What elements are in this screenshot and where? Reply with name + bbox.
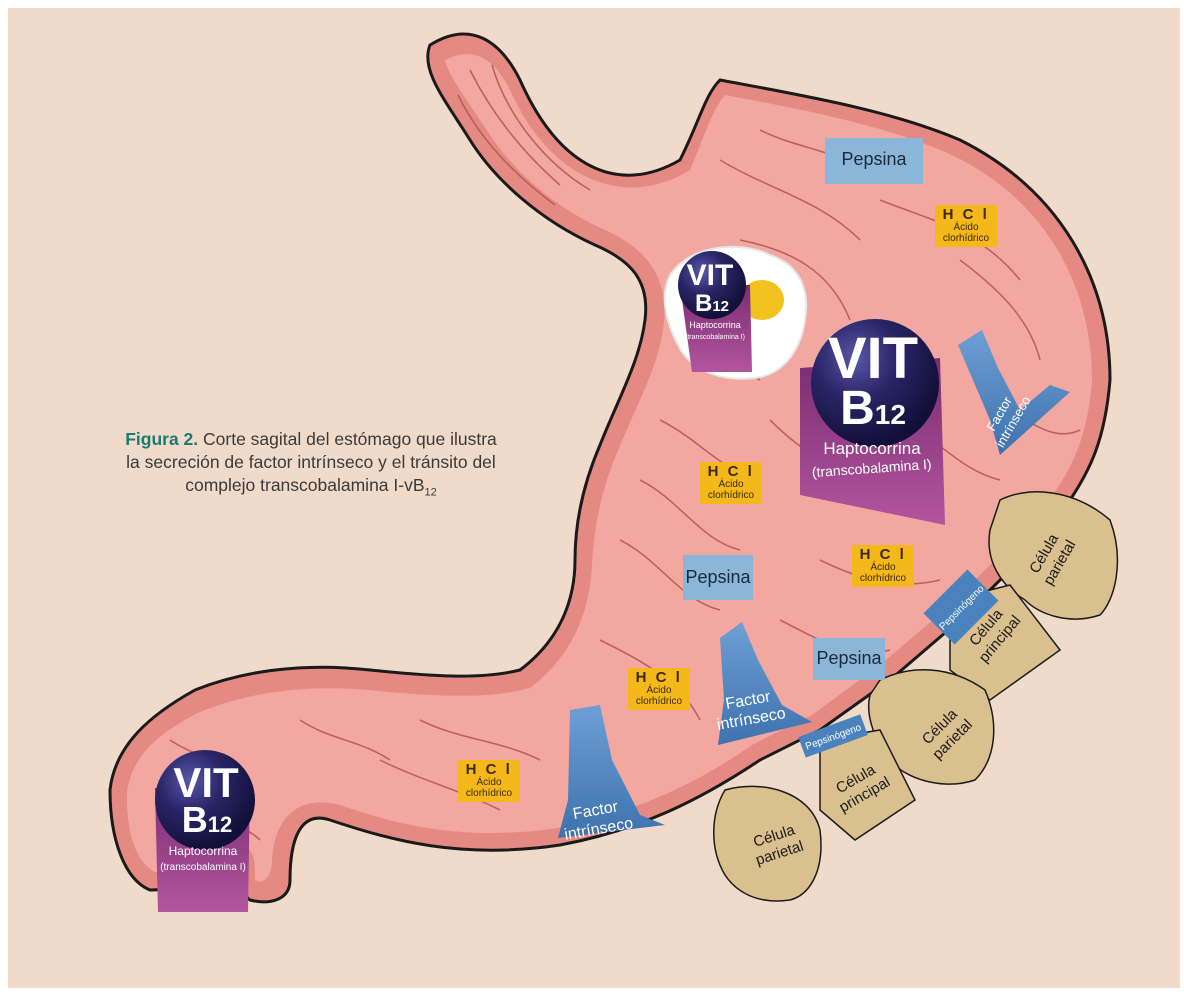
b-small-label: B — [695, 290, 712, 317]
hcl-sub2: clorhídrico — [703, 490, 759, 501]
caption-line-3-text: complejo transcobalamina I-vB — [185, 475, 424, 495]
pepsina-box-lower: Pepsina — [813, 638, 885, 680]
caption-line-1: Figura 2. Corte sagital del estómago que… — [66, 428, 556, 451]
hapto-small-1: Haptocorrina — [689, 320, 741, 330]
caption-line-3-sub: 12 — [425, 487, 437, 499]
b-small-sub: 12 — [712, 298, 729, 315]
b-bottom-sub: 12 — [208, 812, 232, 837]
hcl-title: H C l — [631, 670, 687, 685]
hcl-badge-left: H C l Ácido clorhídrico — [458, 760, 520, 802]
hcl-sub2: clorhídrico — [855, 573, 911, 584]
hcl-badge-right: H C l Ácido clorhídrico — [852, 545, 914, 587]
hcl-title: H C l — [855, 547, 911, 562]
b-large-sub: 12 — [875, 399, 906, 430]
hcl-sub1: Ácido — [855, 562, 911, 573]
vit-small-label: VIT — [687, 259, 734, 292]
caption-line-3: complejo transcobalamina I-vB12 — [66, 474, 556, 505]
hcl-sub1: Ácido — [631, 685, 687, 696]
hcl-sub1: Ácido — [703, 479, 759, 490]
hcl-title: H C l — [461, 762, 517, 777]
hapto-bottom-2: (transcobalamina I) — [160, 862, 246, 873]
hcl-badge-center: H C l Ácido clorhídrico — [700, 462, 762, 504]
caption-line-1-text: Corte sagital del estómago que ilustra — [203, 429, 497, 449]
hcl-title: H C l — [938, 207, 994, 222]
hcl-sub2: clorhídrico — [461, 788, 517, 799]
hapto-small-2: (transcobalamina I) — [685, 334, 745, 341]
hcl-sub2: clorhídrico — [631, 696, 687, 707]
b-large-label: B — [840, 382, 875, 435]
pepsina-box-top: Pepsina — [825, 138, 923, 184]
b-bottom-label: B — [182, 799, 208, 840]
hapto-bottom-1: Haptocorrina — [169, 844, 238, 858]
figure-caption: Figura 2. Corte sagital del estómago que… — [66, 428, 556, 505]
figure-label: Figura 2. — [125, 429, 198, 449]
hapto-large-1: Haptocorrina — [823, 439, 921, 458]
pepsina-box-middle: Pepsina — [683, 555, 753, 600]
hcl-badge-top: H C l Ácido clorhídrico — [935, 205, 997, 247]
hcl-title: H C l — [703, 464, 759, 479]
hcl-sub2: clorhídrico — [938, 233, 994, 244]
hcl-sub1: Ácido — [938, 222, 994, 233]
hcl-badge-lower: H C l Ácido clorhídrico — [628, 668, 690, 710]
hcl-sub1: Ácido — [461, 777, 517, 788]
caption-line-2: la secreción de factor intrínseco y el t… — [66, 451, 556, 474]
